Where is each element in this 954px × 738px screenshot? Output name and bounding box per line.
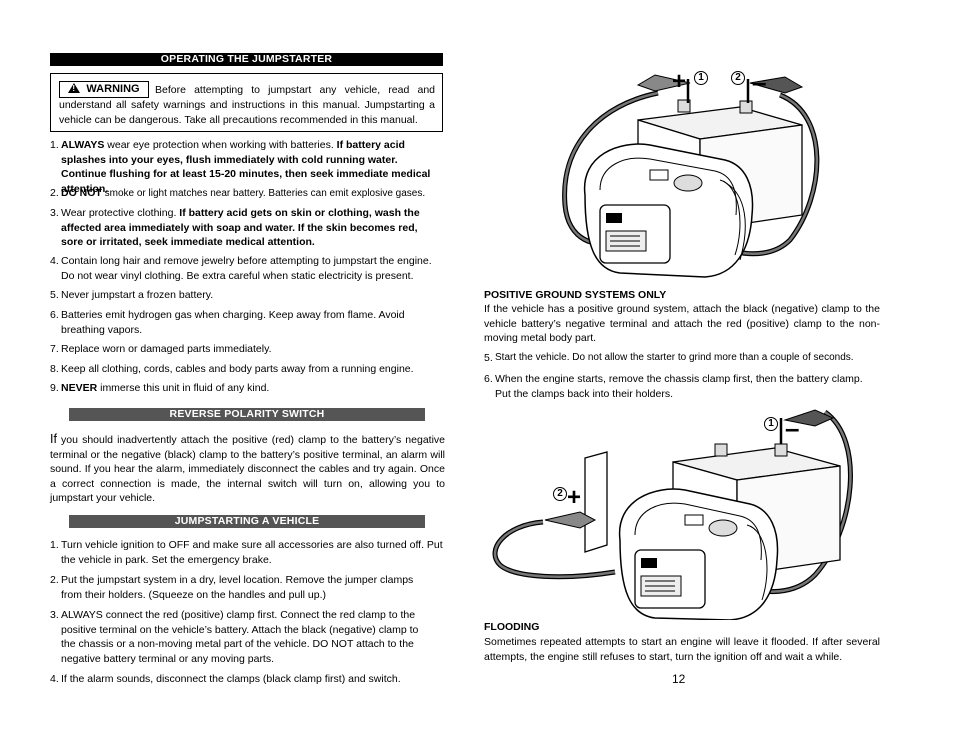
safety-item-1: 1.ALWAYS wear eye protection when workin… (50, 139, 431, 195)
section-title-reverse-polarity: REVERSE POLARITY SWITCH (69, 408, 425, 421)
jump-step-1: 1.Turn vehicle ignition to OFF and make … (50, 539, 443, 566)
page-number: 12 (672, 672, 686, 686)
section-title-jumpstarting: JUMPSTARTING A VEHICLE (69, 515, 425, 528)
flooding-text: Sometimes repeated attempts to start an … (484, 636, 880, 663)
figure2-plus-sign: + (567, 484, 582, 511)
warning-box: Before attempting to jumpstart any vehic… (50, 73, 443, 132)
safety-item-8: 8.Keep all clothing, cords, cables and b… (50, 363, 414, 375)
figure-jumpstarter-battery-1 (562, 74, 820, 278)
positive-ground-text: If the vehicle has a positive ground sys… (484, 303, 880, 344)
safety-item-2: 2.DO NOT smoke or light matches near bat… (50, 187, 426, 199)
step-6: 6.When the engine starts, remove the cha… (484, 373, 863, 400)
warning-text: Before attempting to jumpstart any vehic… (59, 84, 435, 126)
safety-item-6: 6.Batteries emit hydrogen gas when charg… (50, 309, 405, 336)
figure1-callout-2: 2 (731, 71, 745, 85)
step-5: 5.Start the vehicle. Do not allow the st… (484, 352, 854, 364)
warning-triangle-icon (68, 83, 81, 93)
jump-step-3: 3.ALWAYS connect the red (positive) clam… (50, 609, 419, 665)
figure2-callout-1: 1 (764, 417, 778, 431)
safety-item-5: 5.Never jumpstart a frozen battery. (50, 289, 214, 301)
safety-item-4: 4.Contain long hair and remove jewelry b… (50, 255, 432, 282)
positive-ground-title: POSITIVE GROUND SYSTEMS ONLY (484, 289, 667, 301)
figure2-minus-sign: – (785, 413, 800, 443)
safety-item-3: 3.Wear protective clothing. If battery a… (50, 207, 420, 248)
safety-item-9: 9.NEVER immerse this unit in fluid of an… (50, 382, 270, 394)
section-title-operating: OPERATING THE JUMPSTARTER (50, 53, 443, 66)
reverse-polarity-text: If you should inadvertently attach the p… (50, 432, 445, 504)
safety-item-7: 7.Replace worn or damaged parts immediat… (50, 343, 272, 355)
figure-jumpstarter-battery-2 (492, 409, 853, 620)
warning-label: WARNING (59, 81, 149, 98)
figure1-plus-sign: + (672, 68, 687, 95)
figure2-callout-2: 2 (553, 487, 567, 501)
jump-step-4: 4.If the alarm sounds, disconnect the cl… (50, 673, 401, 685)
jump-step-2: 2.Put the jumpstart system in a dry, lev… (50, 574, 414, 601)
figure1-minus-sign: – (752, 67, 767, 97)
figure1-callout-1: 1 (694, 71, 708, 85)
flooding-title: FLOODING (484, 621, 540, 633)
